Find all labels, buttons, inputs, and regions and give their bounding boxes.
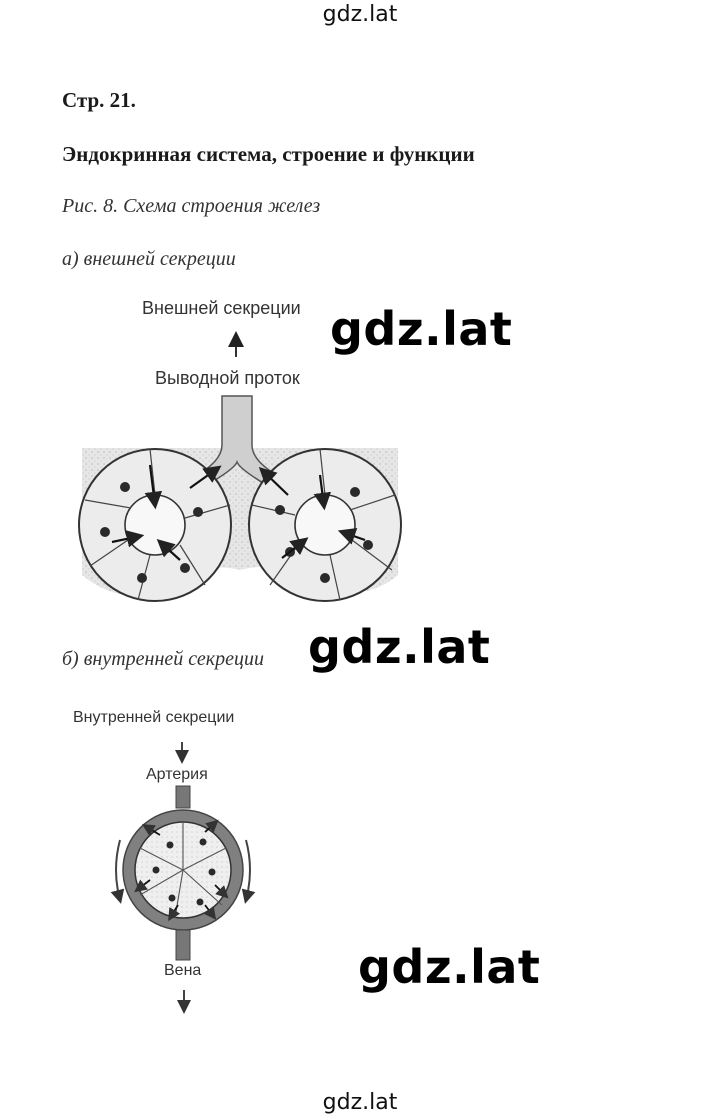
watermark-3: gdz.lat: [358, 940, 541, 994]
section-title: Эндокринная система, строение и функции: [62, 142, 475, 166]
diagram-b-vein-label: Вена: [164, 962, 202, 979]
diagram-b-artery-label: Артерия: [146, 766, 208, 783]
header-site: gdz.lat: [322, 2, 398, 27]
diagram-a-top-label: Внешней секреции: [142, 298, 301, 318]
footer-site: gdz.lat: [322, 1090, 398, 1115]
part-a-label: а) внешней секреции: [62, 248, 236, 270]
figure-caption: Рис. 8. Схема строения желез: [62, 195, 321, 217]
watermark-1: gdz.lat: [330, 302, 513, 356]
part-b-label: б) внутренней секреции: [62, 648, 264, 670]
page-ref: Стр. 21.: [62, 88, 136, 112]
watermark-2: gdz.lat: [308, 620, 491, 674]
diagram-a-duct-label: Выводной проток: [155, 368, 300, 388]
diagram-b-top-label: Внутренней секреции: [73, 709, 235, 726]
